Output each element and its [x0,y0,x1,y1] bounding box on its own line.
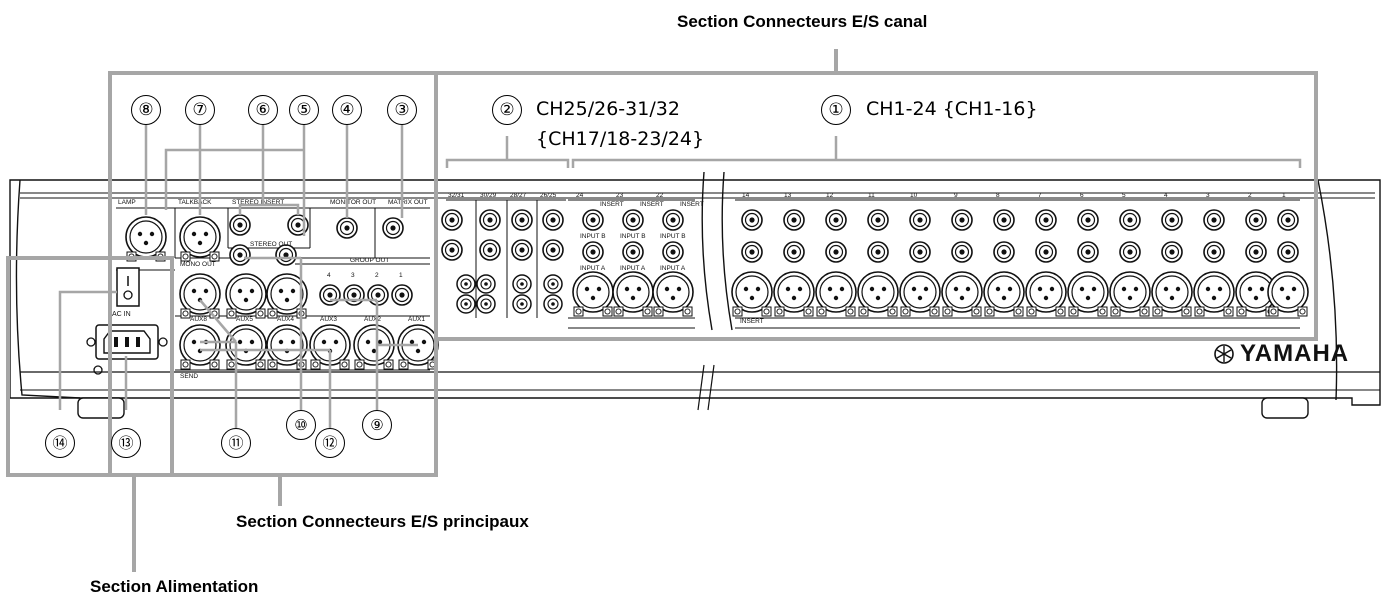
ch-number-9: 9 [954,192,958,199]
section-title-main-io: Section Connecteurs E/S principaux [236,512,529,531]
channel-strip-24-22 [568,199,695,329]
callout-12: ⑫ [315,428,345,458]
monitor-out-label: MONITOR OUT [330,199,376,206]
callout-14: ⑭ [45,428,75,458]
aux-label-5: AUX2 [364,316,381,323]
input-a-label-24: INPUT A [580,265,606,272]
ch-number-14: 14 [742,192,750,199]
callout-leaders [58,123,418,428]
ch-number-23: 23 [616,192,624,199]
send-label: SEND [180,373,198,380]
stereo-channel-labels: 32/31 30/29 28/27 26/25 [448,192,557,199]
stereo-out-label: STEREO OUT [250,241,292,248]
aux-label-4: AUX3 [320,316,337,323]
input-a-label-23: INPUT A [620,265,646,272]
stereo-channel-strip [441,199,566,318]
ch-number-10: 10 [910,192,918,199]
section-title-channel-io: Section Connecteurs E/S canal [677,12,928,31]
channel-strip-14-1 [731,199,1309,329]
ch-number-8: 8 [996,192,1000,199]
input-b-label-23: INPUT B [620,233,646,240]
ch-number-12: 12 [826,192,834,199]
insert-label-24: INSERT [600,201,624,208]
callout-4: ④ [332,95,362,125]
break-mark-lower [697,364,715,411]
talkback-label: TALKBACK [178,199,212,206]
channel-labels-24-22: 24 23 22 INSERT INSERT INSERT INPUT B IN… [576,192,704,272]
callout-1: ① [821,95,851,125]
insert-footer-label: INSERT [740,318,764,325]
callout-2: ② [492,95,522,125]
break-mark-upper [701,171,733,331]
ch-number-2: 2 [1248,192,1252,199]
ch-number-5: 5 [1122,192,1126,199]
stereo-ch-label-1: 32/31 [448,192,465,199]
callout-8: ⑧ [131,95,161,125]
ch-number-11: 11 [868,192,875,199]
stereo-ch-label-2: 30/29 [480,192,497,199]
left-foot [77,397,125,419]
group-number-4: 4 [327,272,331,279]
input-b-label-22: INPUT B [660,233,686,240]
aux-label-1: AUX8 [190,316,207,323]
brand-logo: YAMAHA [1240,340,1350,367]
stereo-ch-label-3: 28/27 [510,192,527,199]
ac-in-label: AC IN [112,311,131,318]
channel-group-brackets [445,136,1302,168]
console-right-end [1317,179,1338,401]
ch-number-6: 6 [1080,192,1084,199]
ch-number-24: 24 [576,192,584,199]
channel-labels-14-1: 14 13 12 11 10 9 8 7 6 5 4 3 2 1 INSERT [740,192,1286,325]
right-foot [1261,397,1309,419]
ch-number-7: 7 [1038,192,1042,199]
ch-number-4: 4 [1164,192,1168,199]
callout-13: ⑬ [111,428,141,458]
callout-3: ③ [387,95,417,125]
insert-label-23: INSERT [640,201,664,208]
callout-7: ⑦ [185,95,215,125]
stereo-insert-label: STEREO INSERT [232,199,284,206]
channel-group-label-17-24: {CH17/18-23/24} [536,128,705,150]
callout-11: ⑪ [221,428,251,458]
callout-6: ⑥ [248,95,278,125]
input-a-label-22: INPUT A [660,265,686,272]
power-switch [116,267,140,307]
callout-9: ⑨ [362,410,392,440]
ground-screw [93,365,103,375]
group-number-1: 1 [399,272,403,279]
yamaha-tuning-fork-logo [1214,344,1234,364]
callout-10: ⑩ [286,410,316,440]
input-b-label-24: INPUT B [580,233,606,240]
stereo-ch-label-4: 26/25 [540,192,557,199]
group-number-2: 2 [375,272,379,279]
ch-number-1: 1 [1282,192,1286,199]
aux-label-6: AUX1 [408,316,425,323]
power-section-frame [6,256,174,477]
callout-5: ⑤ [289,95,319,125]
group-number-3: 3 [351,272,355,279]
group-out-label: GROUP OUT [350,257,389,264]
ch-number-13: 13 [784,192,792,199]
aux-label-3: AUX4 [277,316,294,323]
ch-number-3: 3 [1206,192,1210,199]
ac-inlet [86,324,168,360]
mono-out-label: MONO OUT [180,261,216,268]
matrix-out-label: MATRIX OUT [388,199,428,206]
ch-number-22: 22 [656,192,664,199]
channel-io-section-frame [434,71,1318,341]
aux-label-2: AUX5 [236,316,253,323]
section-title-power: Section Alimentation [90,577,259,596]
console-left-end [15,179,81,399]
panel-small-labels: LAMP TALKBACK STEREO INSERT MONITOR OUT … [118,199,428,380]
lamp-label: LAMP [118,199,136,206]
channel-group-label-25-32: CH25/26-31/32 [536,98,680,120]
channel-group-label-1-24: CH1-24 {CH1-16} [866,98,1038,120]
insert-label-22: INSERT [680,201,704,208]
